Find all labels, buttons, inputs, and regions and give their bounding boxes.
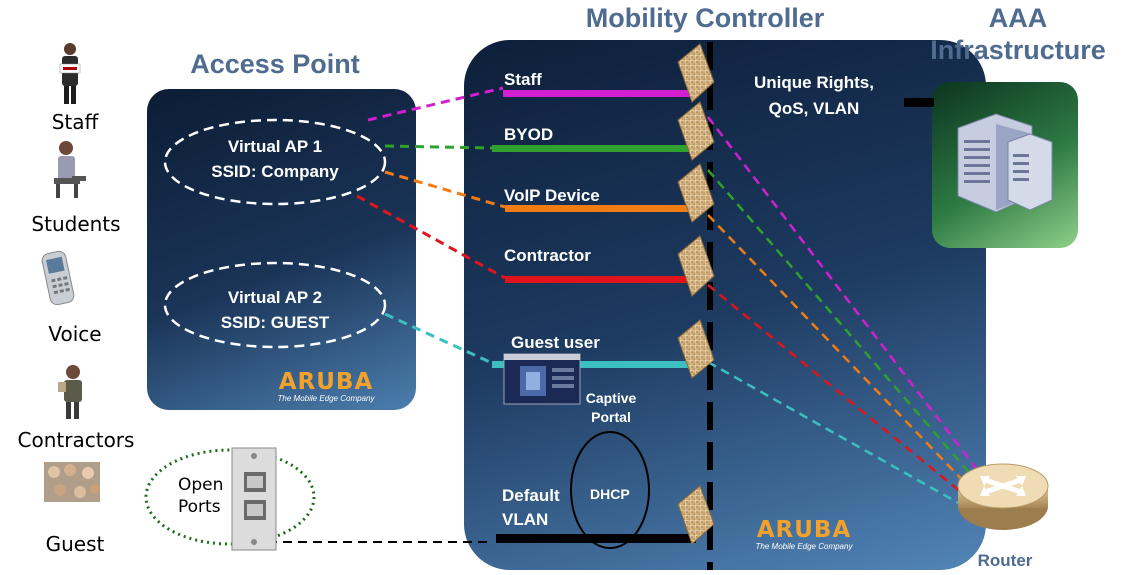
firewall-tile-staff: [677, 43, 715, 103]
default-vlan-bar: [496, 534, 696, 543]
user-label-guest: Guest: [45, 532, 105, 556]
aruba-logo-controller: ARUBA The Mobile Edge Company: [748, 517, 860, 551]
guest-link: [384, 312, 493, 365]
vap1-line1: Virtual AP 1: [227, 137, 323, 156]
user-label-contractors: Contractors: [17, 428, 135, 452]
aaa-connector: [904, 98, 934, 107]
voip-router-link: [707, 214, 971, 489]
contractor-router-link: [707, 284, 963, 494]
vap1-ellipse: [163, 118, 387, 206]
voip-link: [384, 170, 506, 209]
aruba-logo-controller-brand: ARUBA: [756, 517, 852, 543]
router-label: Router: [977, 551, 1033, 570]
contractor-person-icon: [58, 365, 82, 419]
voip-role-bar: [505, 205, 695, 212]
unique-rights-line2: QoS, VLAN: [768, 99, 860, 118]
student-person-icon: [54, 141, 86, 198]
firewall-tile-guest: [677, 319, 715, 379]
default-vlan-line1: Default: [502, 486, 560, 505]
aaa-title-line2: Infrastructure: [930, 35, 1106, 65]
firewall-tile-contractor: [677, 235, 715, 297]
staff-person-icon: [59, 43, 81, 104]
byod-link: [384, 144, 493, 150]
byod-role-bar: [492, 145, 695, 152]
access-point-panel: [147, 89, 416, 410]
open-ports-ellipse: [144, 448, 316, 546]
role-label-contractor: Contractor: [504, 246, 591, 265]
firewall-tile-byod: [677, 101, 715, 161]
guest-router-link: [707, 360, 963, 507]
firewall-tile-default: [677, 485, 715, 545]
dhcp-label: DHCP: [590, 486, 630, 502]
router-icon: [957, 463, 1049, 530]
open-ports-label: Open Ports: [178, 474, 223, 518]
guest-role-bar: [492, 361, 695, 368]
role-label-staff: Staff: [504, 70, 542, 89]
aruba-logo-controller-tagline: The Mobile Edge Company: [755, 542, 853, 551]
phone-icon: [41, 250, 75, 306]
vap1-label: Virtual AP 1 SSID: Company: [190, 134, 360, 184]
dhcp-loop: [570, 431, 650, 549]
role-label-byod: BYOD: [504, 125, 554, 144]
user-label-students: Students: [31, 212, 121, 236]
contractor-link: [356, 194, 506, 280]
mobility-controller-title: Mobility Controller: [585, 3, 825, 33]
vap2-line2: SSID: GUEST: [220, 313, 330, 332]
user-label-voice: Voice: [48, 322, 102, 346]
guest-group-icon: [44, 462, 100, 502]
aruba-logo-ap: ARUBA The Mobile Edge Company: [270, 369, 382, 403]
vap2-ellipse: [163, 261, 387, 349]
captive-portal-line1: Captive: [585, 390, 637, 406]
open-ports-line2: Ports: [178, 497, 221, 517]
open-ports-line1: Open: [178, 475, 224, 495]
staff-link: [367, 86, 504, 122]
aruba-logo-ap-tagline: The Mobile Edge Company: [277, 394, 375, 403]
mobility-controller-panel: [464, 40, 986, 570]
unique-rights-label: Unique Rights, QoS, VLAN: [718, 70, 910, 122]
firewall-tile-voip: [677, 163, 715, 223]
role-label-voip: VoIP Device: [504, 186, 600, 205]
captive-portal-line2: Portal: [591, 409, 631, 425]
contractor-role-bar: [505, 276, 695, 283]
default-vlan-line2: VLAN: [502, 510, 549, 529]
server-icon: [957, 113, 1053, 213]
user-label-staff: Staff: [51, 110, 99, 134]
unique-rights-line1: Unique Rights,: [754, 73, 874, 92]
role-label-guest: Guest user: [511, 333, 600, 352]
port-panel: [231, 447, 277, 551]
staff-role-bar: [503, 90, 695, 97]
vap2-line1: Virtual AP 2: [227, 288, 323, 307]
captive-portal-label: Captive Portal: [581, 389, 641, 427]
captive-portal-screenshot: [503, 353, 581, 405]
byod-router-link: [707, 169, 979, 484]
vap1-line2: SSID: Company: [211, 162, 339, 181]
vap2-label: Virtual AP 2 SSID: GUEST: [190, 285, 360, 335]
aaa-title: AAA Infrastructure: [908, 2, 1128, 66]
aruba-logo-ap-brand: ARUBA: [278, 369, 374, 395]
aaa-title-line1: AAA: [988, 3, 1048, 33]
staff-router-link: [707, 116, 986, 481]
access-point-title: Access Point: [190, 49, 360, 79]
default-vlan-label: Default VLAN: [502, 484, 560, 532]
